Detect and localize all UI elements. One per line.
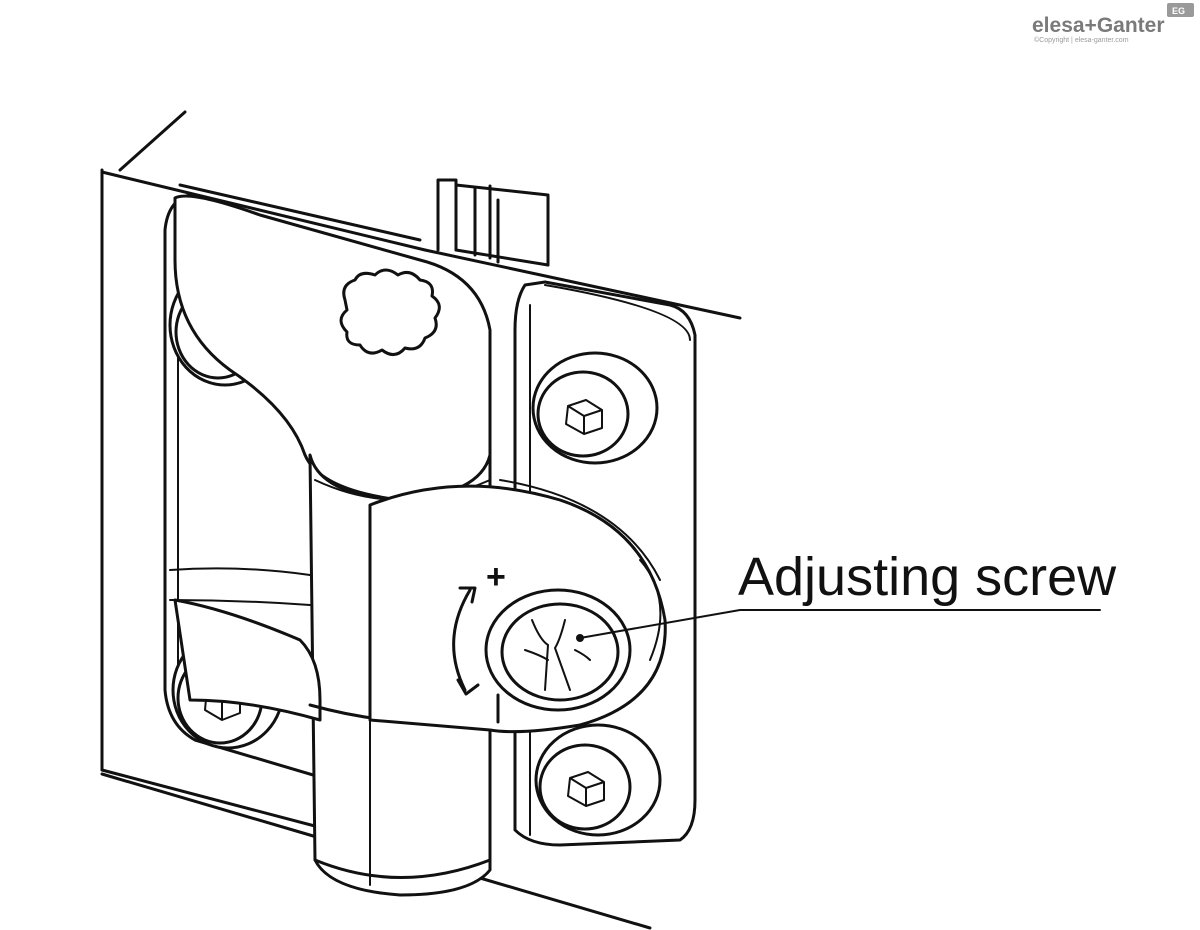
plus-symbol: + [486,558,506,596]
logo-text: elesa+Ganter [1032,14,1165,37]
callout-adjusting-screw: Adjusting screw [579,547,1117,639]
callout-leader-line [579,609,1101,639]
logo-badge [1167,3,1194,17]
rotation-indicator: + [452,558,506,724]
logo-badge-text: EG [1172,6,1185,16]
callout-label: Adjusting screw [738,547,1117,607]
adjusting-screw [484,588,632,712]
screw-right-top [531,351,659,465]
frame-lines [100,110,742,930]
elesa-ganter-logo: elesa+Ganter EG ©Copyright | elesa-gante… [1032,3,1194,44]
screw-right-bottom [534,723,662,837]
copyright-text: ©Copyright | elesa-ganter.com [1034,36,1129,44]
profile-extrusion [436,178,550,267]
